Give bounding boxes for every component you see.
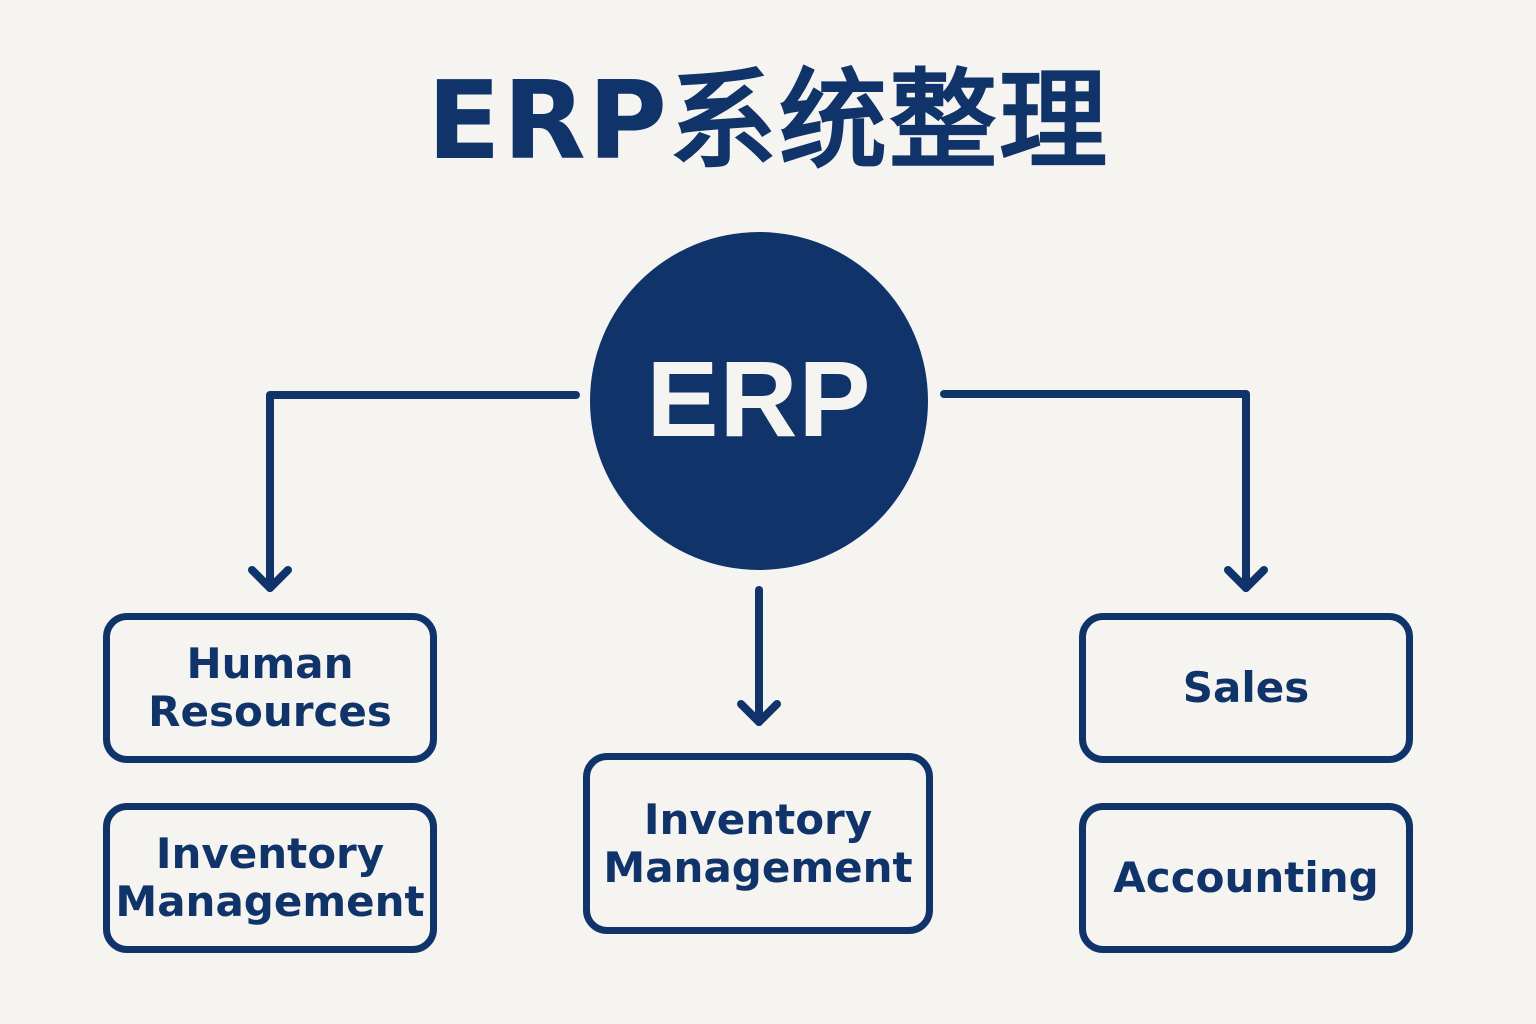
node-label: Accounting bbox=[1113, 853, 1379, 902]
arrowhead-sales bbox=[1224, 566, 1268, 592]
node-label-line1: Human bbox=[186, 639, 354, 688]
node-label-line2: Management bbox=[115, 877, 425, 926]
arrowhead-human-resources bbox=[248, 566, 292, 592]
node-human-resources: Human Resources bbox=[103, 613, 437, 763]
erp-hub-label: ERP bbox=[646, 337, 872, 459]
node-label-line1: Inventory bbox=[155, 829, 385, 878]
node-label-line2: Resources bbox=[148, 687, 392, 736]
node-accounting: Accounting bbox=[1079, 803, 1413, 953]
connector-to-sales bbox=[940, 390, 1250, 592]
diagram-title: ERP系统整理 bbox=[426, 59, 1110, 184]
node-inventory-management-center: Inventory Management bbox=[583, 753, 933, 934]
erp-hub-circle: ERP bbox=[590, 232, 928, 570]
node-label-line1: Inventory bbox=[643, 794, 873, 844]
node-sales: Sales bbox=[1079, 613, 1413, 763]
node-label-line2: Management bbox=[603, 842, 913, 892]
connector-to-human-resources bbox=[266, 391, 580, 592]
node-label: Sales bbox=[1182, 663, 1310, 712]
arrowhead-inventory-center bbox=[737, 700, 781, 726]
node-inventory-management-left: Inventory Management bbox=[103, 803, 437, 953]
